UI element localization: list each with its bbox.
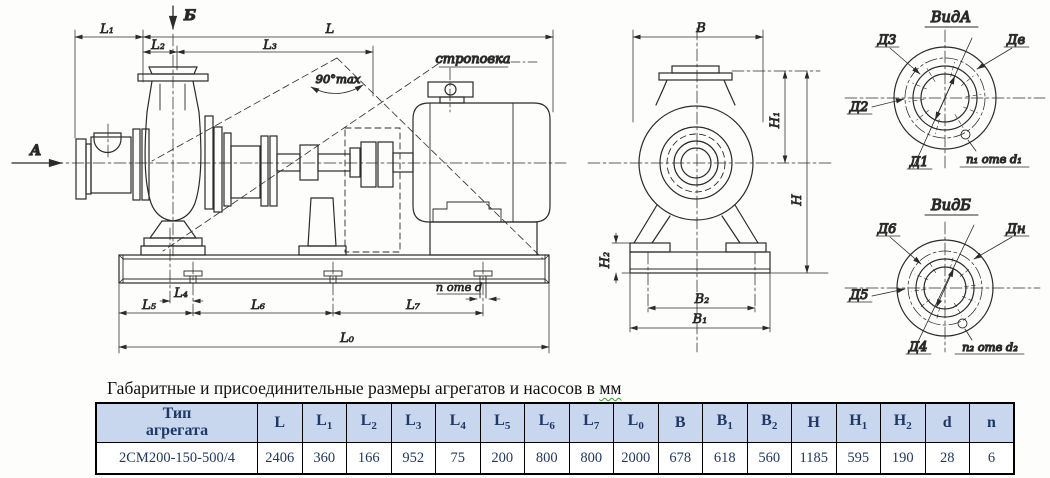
view-a-title: ВидА <box>930 10 971 26</box>
dim-h1-label: H₁ <box>768 112 783 130</box>
dim-h-label: H <box>790 194 805 207</box>
column-header-6: L5 <box>479 402 525 443</box>
dim-b-label: B <box>695 21 706 36</box>
base-holes-label: n отв d <box>436 280 483 294</box>
value-cell: 28 <box>924 442 970 475</box>
dim-l1-label: L₁ <box>99 22 114 37</box>
column-header-9: L0 <box>613 402 659 443</box>
column-header-4: L3 <box>390 402 436 443</box>
dia-dn-label: Дн <box>1005 222 1025 237</box>
value-cell: 952 <box>390 442 436 475</box>
bolt-spokes <box>908 61 982 135</box>
column-header-16: d <box>924 402 970 443</box>
column-header-5: L4 <box>435 402 481 443</box>
motor-pedestal <box>429 221 538 256</box>
pump-casing <box>137 66 209 256</box>
column-header-10: B <box>657 402 703 443</box>
side-view: Б А <box>11 5 567 354</box>
column-header-7: L6 <box>524 402 570 443</box>
column-header-2: L1 <box>301 402 347 443</box>
holes-n2-label: n₂ отв d₂ <box>962 340 1018 354</box>
value-cell: 800 <box>568 442 614 475</box>
bottom-dimensions: L₄ L₅ L₆ L₇ n отв d L₀ <box>118 280 550 354</box>
sling-lines <box>151 57 544 260</box>
dia-d1-label: Д1 <box>909 155 929 170</box>
value-cell: 595 <box>835 442 881 475</box>
column-header-0: Тип агрегата <box>95 402 258 443</box>
unit-type-cell: 2СМ200-150-500/4 <box>95 442 258 475</box>
table-title-unit: мм <box>599 378 622 398</box>
front-casing <box>621 65 829 274</box>
value-cell: 1185 <box>791 442 837 475</box>
dia-d4-label: Д4 <box>908 340 928 355</box>
flange-view-a: ВидА Д3 Дв Д2 Д1 n₁ отв d₁ <box>844 9 1046 171</box>
value-cell: 6 <box>969 442 1015 475</box>
value-cell: 166 <box>346 442 392 475</box>
front-dimensions: B H₁ H H₂ B₂ B₁ <box>598 21 810 333</box>
value-cell: 618 <box>702 442 748 475</box>
view-b-title: ВидБ <box>930 198 971 214</box>
column-header-13: H <box>791 402 837 443</box>
table-title: Габаритные и присоединительные размеры а… <box>107 378 621 399</box>
base-frame <box>118 254 550 299</box>
motor <box>412 81 551 256</box>
holes-n1-label: n₁ отв d₁ <box>966 152 1022 166</box>
dim-l2-label: L₂ <box>150 38 165 53</box>
value-cell: 75 <box>435 442 481 475</box>
column-header-11: B1 <box>702 402 748 443</box>
dia-d5-label: Д5 <box>849 288 869 303</box>
dim-l4-label: L₄ <box>173 286 188 301</box>
view-a-label: А <box>29 143 41 159</box>
column-header-14: H1 <box>835 402 881 443</box>
technical-drawing: Б А <box>11 5 1046 356</box>
value-cell: 800 <box>524 442 570 475</box>
sling-label: строповка <box>435 52 510 67</box>
suction-flange <box>75 128 150 201</box>
column-header-1: L <box>257 402 303 443</box>
dim-l7-label: L₇ <box>405 298 421 313</box>
dia-d3-label: Д3 <box>877 33 897 48</box>
value-cell: 190 <box>880 442 926 475</box>
dim-b2-label: B₂ <box>694 292 710 307</box>
dim-l3-label: L₃ <box>262 38 277 53</box>
column-header-3: L2 <box>346 402 392 443</box>
table-title-text: Габаритные и присоединительные размеры а… <box>107 378 600 398</box>
dia-dv-label: Дв <box>1006 33 1025 48</box>
view-b-label: Б <box>183 8 196 24</box>
value-cell: 560 <box>746 442 792 475</box>
flange-view-b: ВидБ Д6 Дн Д5 Д4 n₂ отв d₂ <box>844 197 1041 356</box>
sling-angle-label: 90°max <box>316 72 361 86</box>
front-view: B H₁ H H₂ B₂ B₁ <box>587 21 835 353</box>
column-header-12: B2 <box>746 402 792 443</box>
value-cell: 360 <box>301 442 347 475</box>
dia-d6-label: Д6 <box>877 222 897 237</box>
dia-d2-label: Д2 <box>849 100 869 115</box>
top-dimensions: L₁ L L₂ L₃ <box>74 22 554 139</box>
bearing-bracket <box>204 115 351 256</box>
value-cell: 678 <box>657 442 703 475</box>
bolt-spokes <box>911 254 979 322</box>
dim-b1-label: B₁ <box>692 312 708 327</box>
dim-h2-label: H₂ <box>598 252 613 270</box>
value-cell: 2000 <box>613 442 659 475</box>
column-header-15: H2 <box>880 402 926 443</box>
coupling <box>344 127 414 253</box>
value-cell: 200 <box>479 442 525 475</box>
column-header-8: L7 <box>568 402 614 443</box>
dim-l0-label: L₀ <box>339 331 355 346</box>
column-header-17: n <box>969 402 1015 443</box>
dim-l-label: L <box>325 22 335 37</box>
value-cell: 2406 <box>257 442 303 475</box>
dim-l5-label: L₅ <box>141 298 157 313</box>
dim-l6-label: L₆ <box>250 298 265 313</box>
